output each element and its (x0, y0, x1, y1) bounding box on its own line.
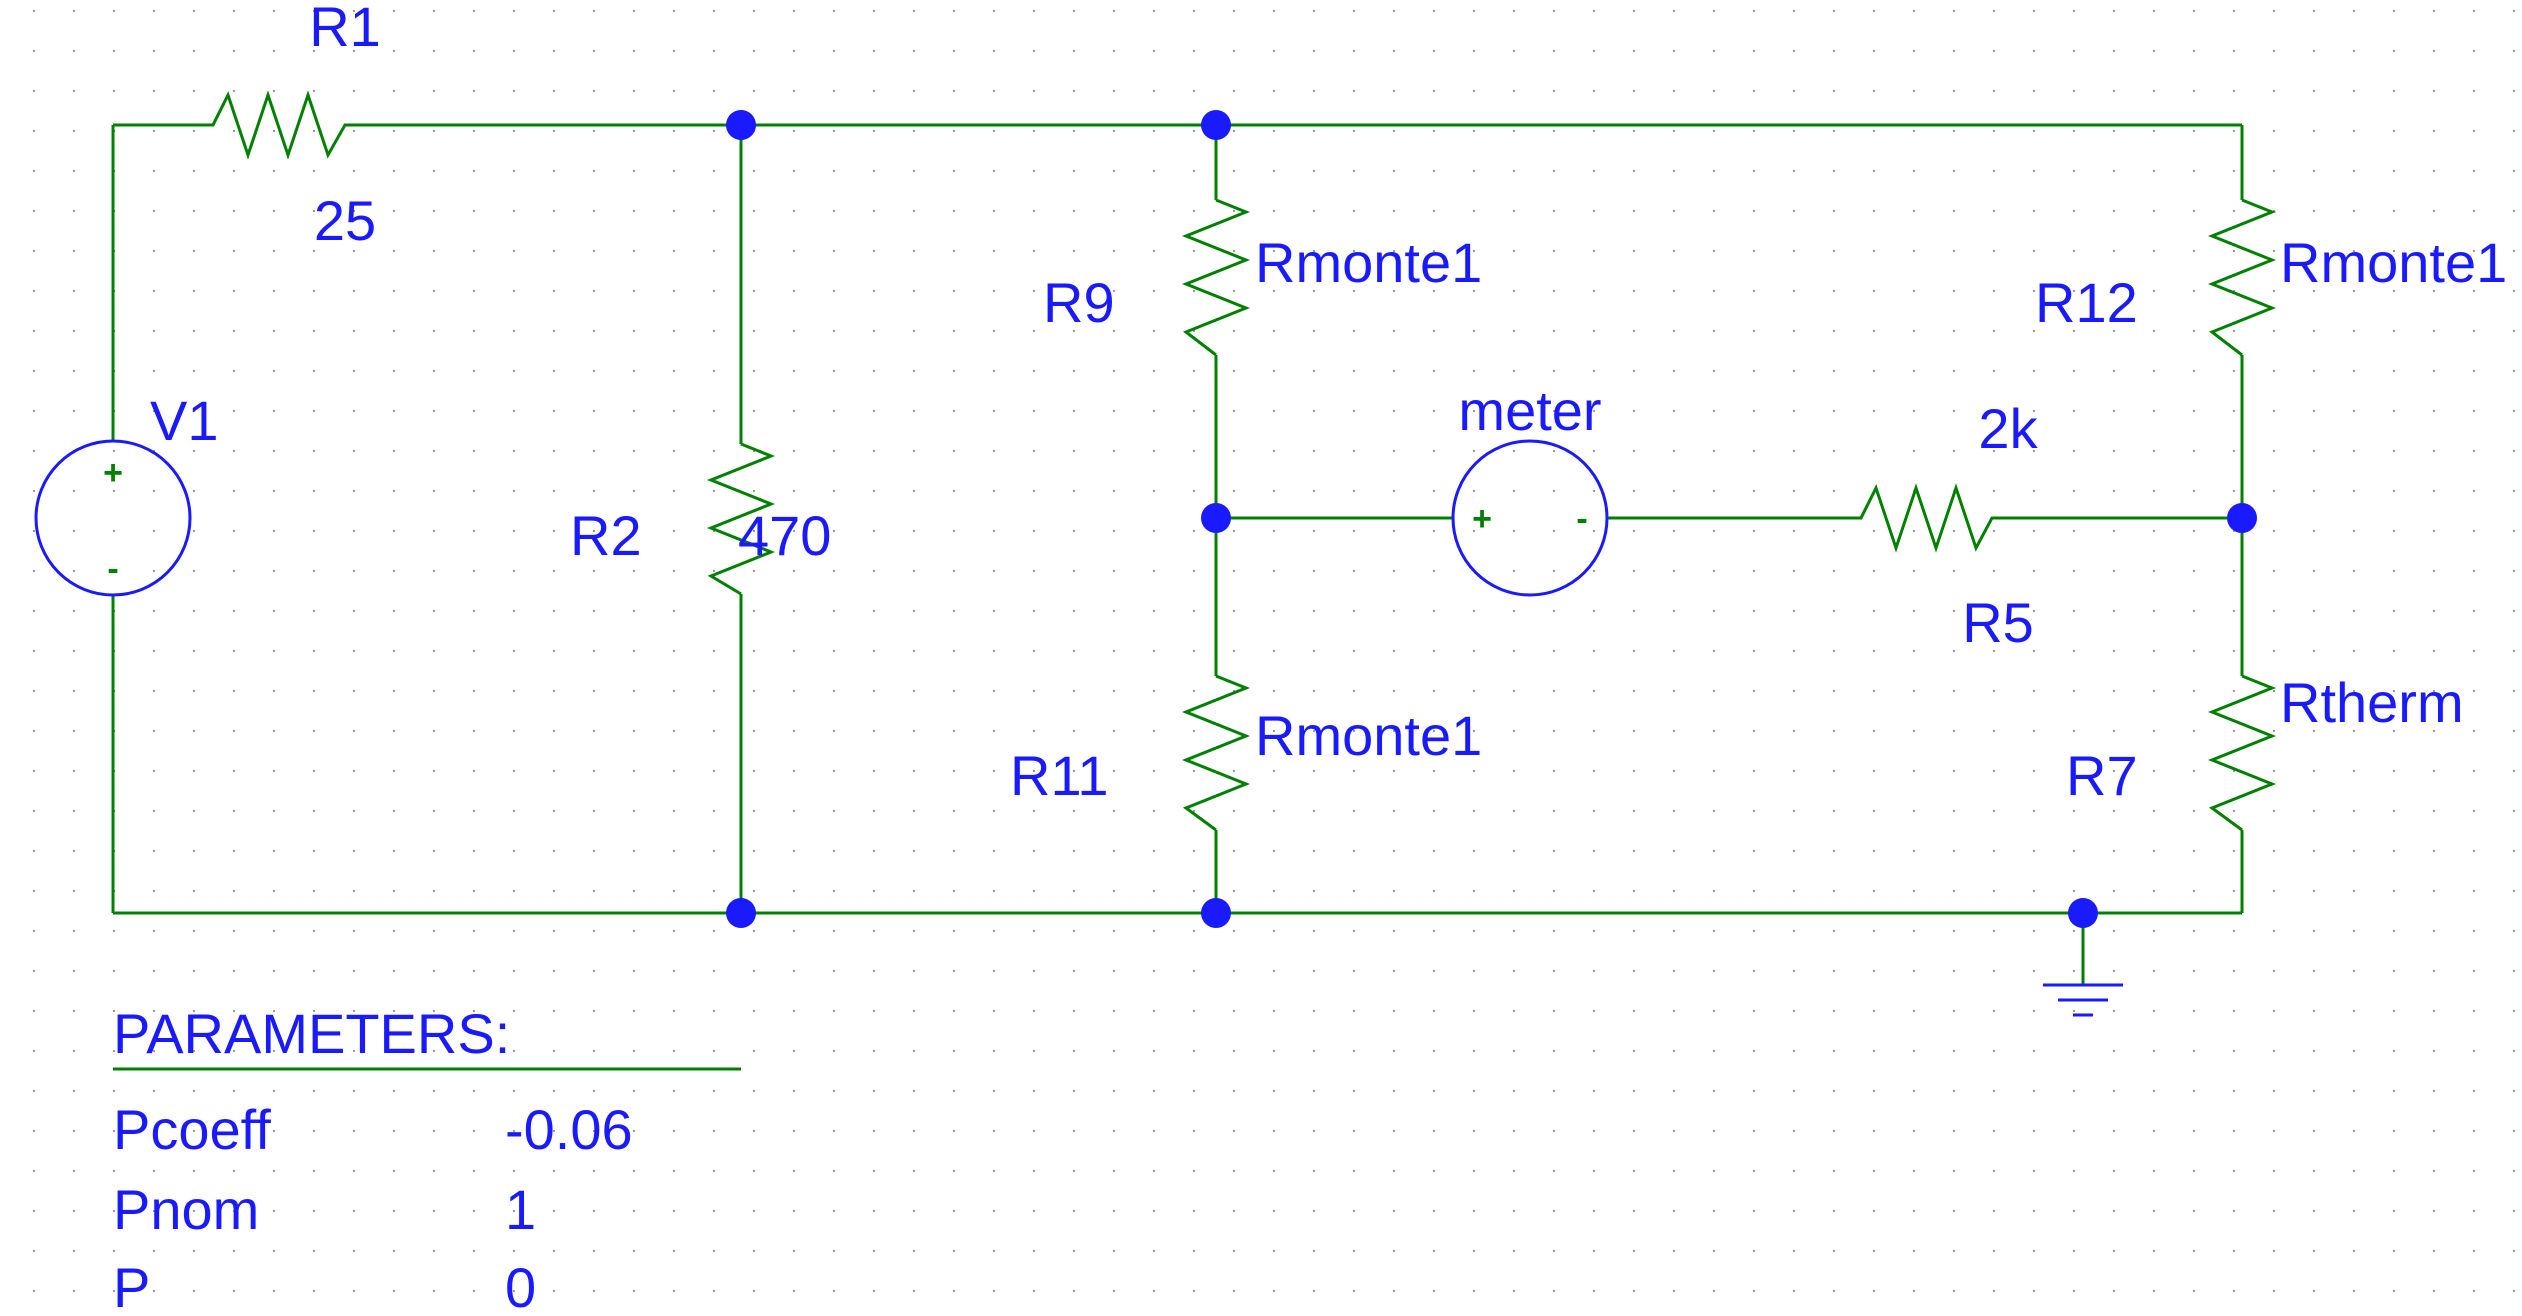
param-value: -0.06 (505, 1098, 633, 1161)
param-value: 1 (505, 1178, 536, 1241)
r9-ref-label[interactable]: R9 (1043, 271, 1115, 334)
grid-dots (33, 10, 2515, 1292)
resistor-r2[interactable] (706, 442, 776, 596)
r7-value-label[interactable]: Rtherm (2280, 671, 2464, 734)
junction-dot (1201, 110, 1231, 140)
param-value: 0 (505, 1256, 536, 1316)
source-meter[interactable]: + - (1451, 439, 1609, 597)
resistor-r1[interactable] (193, 90, 433, 160)
ground-symbol[interactable] (2043, 983, 2123, 1017)
junction-dot (726, 110, 756, 140)
parameters-block[interactable]: PARAMETERS: Pcoeff -0.06 Pnom 1 P 0 (113, 1002, 741, 1316)
r2-ref-label[interactable]: R2 (570, 504, 642, 567)
junction-dot (726, 898, 756, 928)
r12-ref-label[interactable]: R12 (2035, 271, 2138, 334)
v1-plus-sign: + (103, 454, 123, 492)
junction-dot (1201, 503, 1231, 533)
resistor-r5[interactable] (1843, 483, 2000, 553)
source-v1[interactable]: + - (34, 439, 192, 597)
v1-minus-sign: - (107, 550, 118, 588)
r1-value-label[interactable]: 25 (314, 189, 376, 252)
junction-dot (2227, 503, 2257, 533)
r12-value-label[interactable]: Rmonte1 (2280, 231, 2507, 294)
r2-value-label[interactable]: 470 (738, 504, 831, 567)
junction-dot (2068, 898, 2098, 928)
param-name: P (113, 1256, 150, 1316)
parameters-header: PARAMETERS: (113, 1002, 510, 1065)
junctions (726, 110, 2257, 928)
meter-plus-sign: + (1472, 500, 1492, 538)
wires (111, 123, 2244, 985)
r11-ref-label[interactable]: R11 (1010, 744, 1109, 807)
r11-value-label[interactable]: Rmonte1 (1255, 704, 1482, 767)
param-name: Pnom (113, 1178, 259, 1241)
resistor-r7[interactable] (2207, 674, 2277, 832)
r7-ref-label[interactable]: R7 (2066, 744, 2138, 807)
meter-minus-sign: - (1576, 500, 1587, 538)
resistor-r12[interactable] (2207, 198, 2277, 357)
junction-dot (1201, 898, 1231, 928)
r5-ref-label[interactable]: R5 (1962, 591, 2034, 654)
resistor-r11[interactable] (1181, 674, 1251, 832)
meter-ref-label[interactable]: meter (1458, 379, 1601, 442)
v1-ref-label[interactable]: V1 (150, 389, 219, 452)
r1-ref-label[interactable]: R1 (309, 0, 381, 58)
r9-value-label[interactable]: Rmonte1 (1255, 231, 1482, 294)
param-name: Pcoeff (113, 1098, 271, 1161)
r5-value-label[interactable]: 2k (1978, 397, 2038, 460)
resistor-r9[interactable] (1181, 198, 1251, 357)
